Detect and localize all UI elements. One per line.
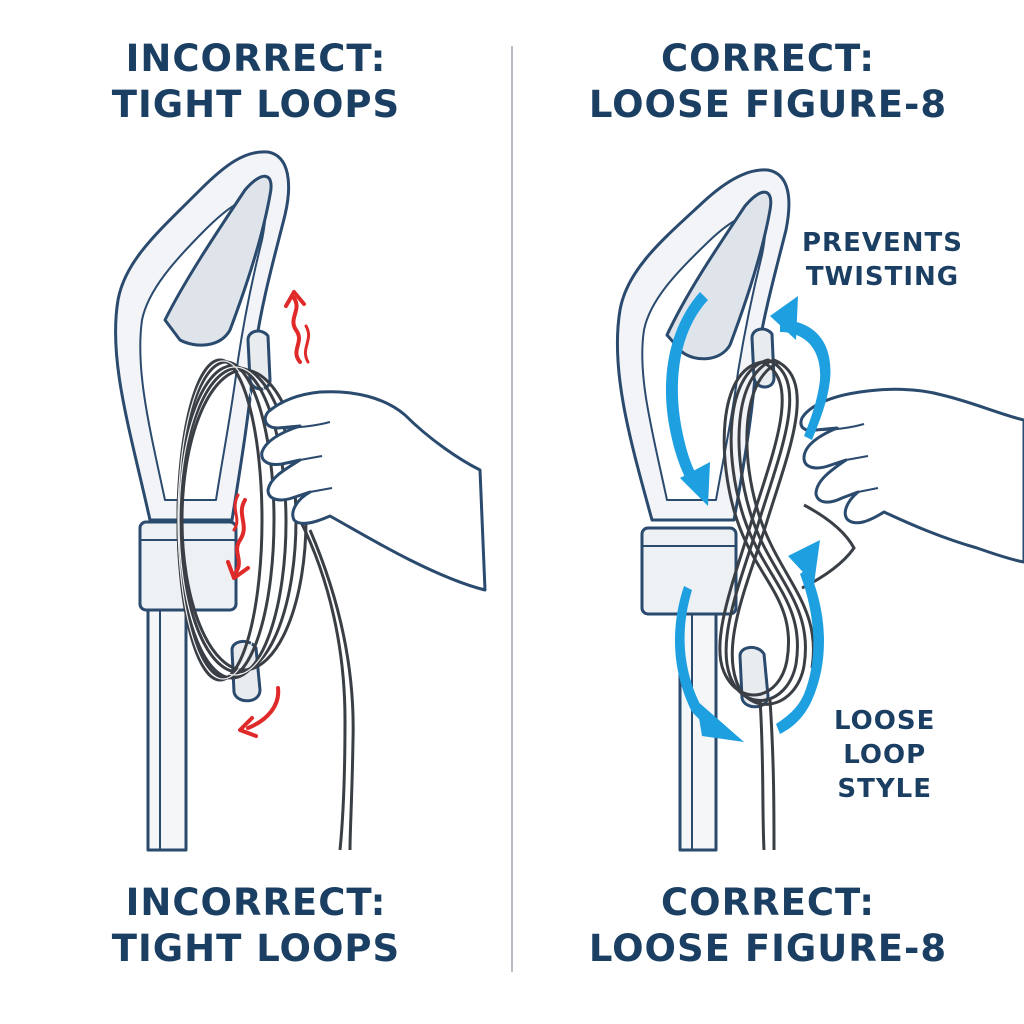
- correct-panel: CORRECT: LOOSE FIGURE-8: [512, 0, 1024, 1024]
- callout-bottom-line2: LOOP: [843, 740, 927, 770]
- panel-divider: [511, 46, 513, 972]
- correct-title-line2: LOOSE FIGURE-8: [588, 83, 948, 126]
- callout-top-line1: PREVENTS: [802, 228, 963, 258]
- correct-title-line1: CORRECT:: [660, 37, 876, 80]
- figure-eight-cord: [718, 358, 856, 851]
- vacuum-handle-icon: [114, 150, 291, 852]
- incorrect-title-line1: INCORRECT:: [125, 37, 387, 80]
- incorrect-footer-line1: INCORRECT:: [125, 881, 387, 924]
- loose-loop-style-callout: LOOSE LOOP STYLE: [834, 704, 935, 806]
- incorrect-panel: INCORRECT: TIGHT LOOPS: [0, 36, 512, 972]
- incorrect-title: INCORRECT: TIGHT LOOPS: [0, 36, 512, 128]
- cord-hook-icon: [738, 327, 776, 709]
- incorrect-illustration: [114, 150, 487, 852]
- prevents-twisting-callout: PREVENTS TWISTING: [802, 226, 963, 294]
- circular-arrow-icon: [665, 292, 831, 742]
- callout-top-line2: TWISTING: [805, 262, 960, 292]
- correct-illustration: [615, 168, 1024, 852]
- incorrect-footer-line2: TIGHT LOOPS: [111, 927, 401, 970]
- incorrect-footer: INCORRECT: TIGHT LOOPS: [0, 880, 512, 972]
- correct-footer-line1: CORRECT:: [660, 881, 876, 924]
- incorrect-title-line2: TIGHT LOOPS: [111, 83, 401, 126]
- correct-footer-line2: LOOSE FIGURE-8: [588, 927, 948, 970]
- twist-arrow-icon: [226, 290, 311, 738]
- correct-title: CORRECT: LOOSE FIGURE-8: [512, 36, 1024, 128]
- correct-footer: CORRECT: LOOSE FIGURE-8: [512, 880, 1024, 972]
- hand-icon: [799, 387, 1024, 564]
- hand-icon: [260, 390, 487, 592]
- callout-bottom-line3: STYLE: [837, 774, 932, 804]
- callout-bottom-line1: LOOSE: [834, 706, 936, 736]
